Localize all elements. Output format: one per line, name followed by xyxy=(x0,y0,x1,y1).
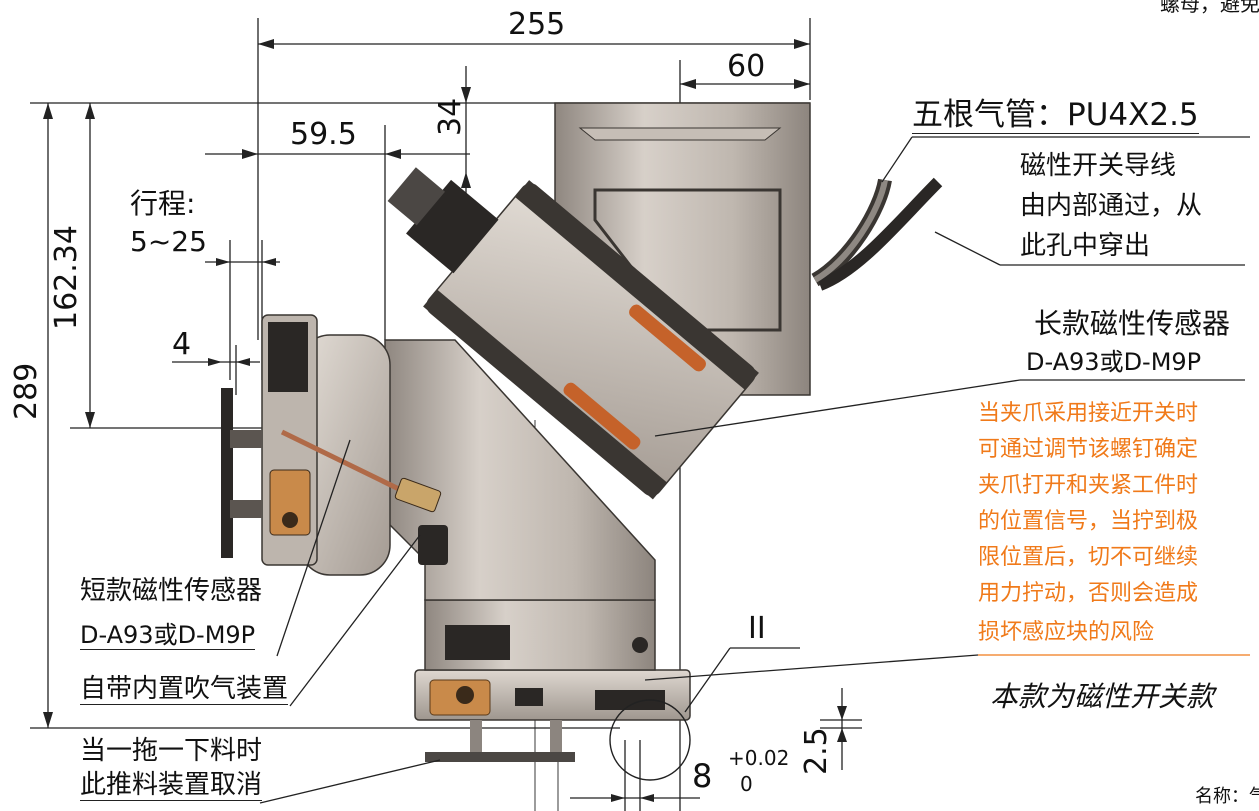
stroke-value: 5~25 xyxy=(130,225,207,258)
detail-ii-label: II xyxy=(748,611,766,646)
orange-note-line-2: 可通过调节该螺钉确定 xyxy=(978,437,1199,462)
dim-34: 34 xyxy=(433,97,468,136)
dim-60: 60 xyxy=(727,49,766,84)
dim-2-5: 2.5 xyxy=(799,727,834,775)
stroke-title: 行程: xyxy=(130,187,196,220)
builtin-blow-label: 自带内置吹气装置 xyxy=(80,674,289,705)
orange-note-line-7: 损坏感应块的风险 xyxy=(978,620,1155,645)
tolerance-lower: 0 xyxy=(740,772,753,796)
orange-note-line-5: 限位置后，切不可继续 xyxy=(978,545,1199,570)
orange-note-line-3: 夹爪打开和夹紧工件时 xyxy=(978,473,1199,498)
top-right-fragment: 螺母，避免 xyxy=(1160,0,1259,16)
long-sensor-label: 长款磁性传感器 xyxy=(1034,307,1231,340)
bottom-right-fragment: 名称：气 xyxy=(1195,786,1259,807)
short-sensor-label: 短款磁性传感器 xyxy=(80,576,263,606)
push-note-line-2: 此推料装置取消 xyxy=(80,770,263,801)
air-tubes-label: 五根气管：PU4X2.5 xyxy=(912,97,1199,134)
switch-wire-line-1: 磁性开关导线 xyxy=(1020,151,1177,181)
tolerance-upper: +0.02 xyxy=(728,746,790,770)
orange-note-line-1: 当夹爪采用接近开关时 xyxy=(978,401,1199,426)
orange-note-line-4: 的位置信号，当拧到极 xyxy=(978,509,1199,534)
dim-4: 4 xyxy=(172,327,192,362)
dim-59-5: 59.5 xyxy=(290,117,357,152)
push-note-line-1: 当一拖一下料时 xyxy=(80,736,263,766)
switch-wire-line-2: 由内部通过，从 xyxy=(1020,191,1203,221)
dim-8: 8 xyxy=(692,757,713,795)
dim-162-34: 162.34 xyxy=(49,225,84,330)
dim-289: 289 xyxy=(9,362,44,420)
model-note: 本款为磁性开关款 xyxy=(990,680,1215,713)
short-sensor-model: D-A93或D-M9P xyxy=(80,621,256,650)
long-sensor-model: D-A93或D-M9P xyxy=(1026,348,1202,376)
dimension-lines xyxy=(30,18,862,811)
gripper-assembly xyxy=(221,102,943,781)
orange-note-line-6: 用力拧动，否则会造成 xyxy=(978,581,1199,606)
dim-255: 255 xyxy=(508,7,566,42)
leader-lines xyxy=(259,136,1250,804)
switch-wire-line-3: 此孔中穿出 xyxy=(1020,231,1151,261)
